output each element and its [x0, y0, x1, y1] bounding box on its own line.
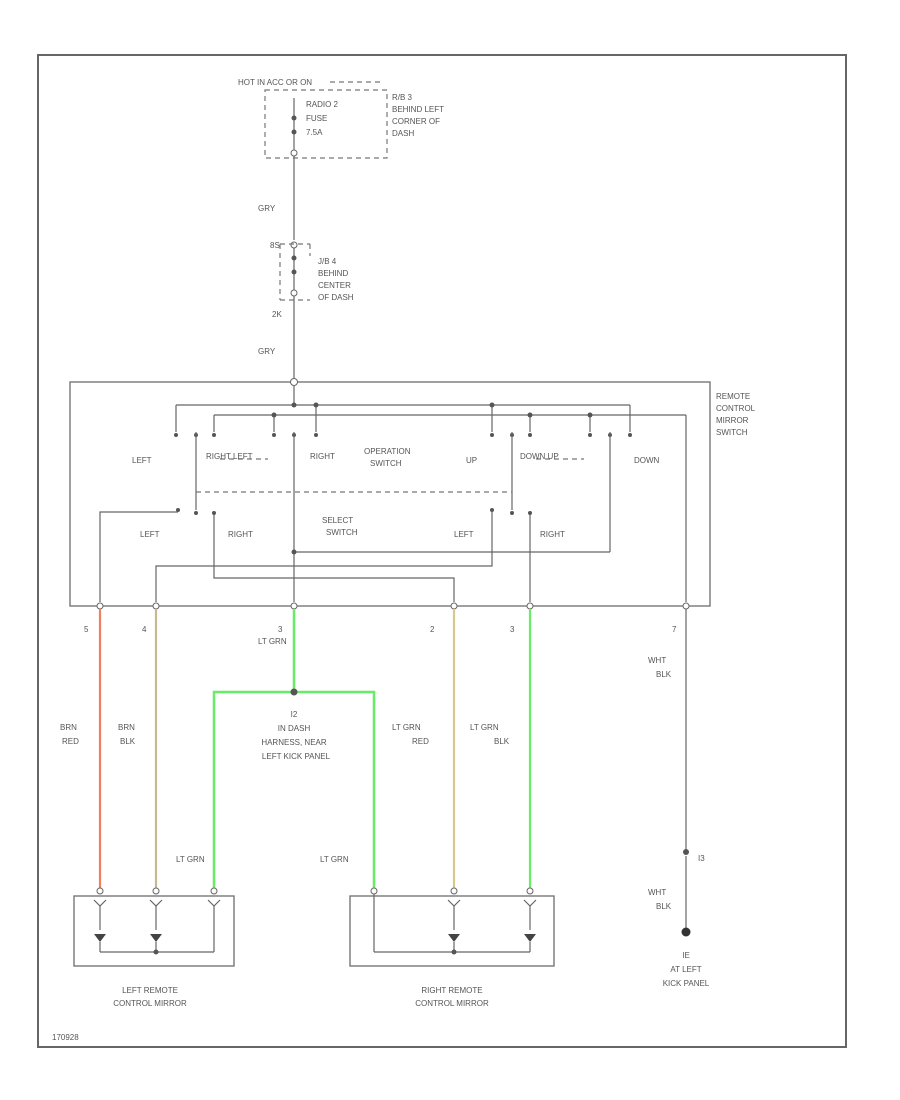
rb3-dashed-box — [264, 89, 388, 159]
switch-title-2: CONTROL — [716, 404, 756, 413]
left-mirror-label-2: CONTROL MIRROR — [113, 999, 187, 1008]
rb3-loc-1: R/B 3 — [392, 93, 413, 102]
lbl-wht-blk-top-1: WHT — [648, 656, 666, 665]
splice-line-1: IN DASH — [278, 724, 311, 733]
right-motor-2-icon — [524, 934, 536, 942]
lbl-lt-grn-red-1: LT GRN — [392, 723, 421, 732]
sel-right-2: RIGHT — [540, 530, 565, 539]
jb-connector-icon — [291, 255, 297, 261]
pin-2: 4 — [142, 625, 147, 634]
lbl-lt-grn-blk-2: BLK — [494, 737, 510, 746]
operation-switch-contacts — [174, 433, 632, 437]
ground-conn-label: I3 — [698, 854, 705, 863]
left-motor-2-icon — [150, 934, 162, 942]
lbl-lt-grn-blk-1: LT GRN — [470, 723, 499, 732]
sel-left-2: LEFT — [454, 530, 474, 539]
jb-bottom-pin: 2K — [272, 310, 282, 319]
wire-gry-1-label: GRY — [258, 204, 276, 213]
op-right: RIGHT — [310, 452, 335, 461]
switch-title-4: SWITCH — [716, 428, 748, 437]
lbl-brn-blk-1: BRN — [118, 723, 135, 732]
ground-icon — [681, 927, 691, 937]
right-remote-control-mirror — [349, 895, 555, 967]
switch-title-3: MIRROR — [716, 416, 749, 425]
hot-label: HOT IN ACC OR ON — [238, 78, 312, 87]
ground-id: IE — [682, 951, 690, 960]
op-switch-1: OPERATION — [364, 447, 411, 456]
op-down-up: DOWN UP — [520, 452, 559, 461]
jb-loc-2: BEHIND — [318, 269, 348, 278]
ground-line-2: KICK PANEL — [663, 979, 710, 988]
right-mirror-terminals — [370, 887, 537, 907]
left-motor-1-icon — [94, 934, 106, 942]
left-remote-control-mirror — [73, 895, 235, 967]
op-switch-2: SWITCH — [370, 459, 402, 468]
lbl-brn-red-1: BRN — [60, 723, 77, 732]
figure-id: 170928 — [52, 1033, 79, 1042]
switch-title-1: REMOTE — [716, 392, 750, 401]
op-rev-left: RIGHT LEFT — [206, 452, 253, 461]
fuse-icon — [291, 115, 297, 121]
pin-1: 5 — [84, 625, 89, 634]
rb3-loc-4: DASH — [392, 129, 414, 138]
lbl-lt-grn-right: LT GRN — [320, 855, 349, 864]
jb-loc-3: CENTER — [318, 281, 351, 290]
fuse-line-1: RADIO 2 — [306, 100, 339, 109]
jb-top-pin: 8S — [270, 241, 280, 250]
remote-control-mirror-switch — [69, 381, 711, 607]
connector-i3 — [683, 849, 689, 855]
op-left: LEFT — [132, 456, 152, 465]
pin-3: 3 — [278, 625, 283, 634]
op-down: DOWN — [634, 456, 660, 465]
pin-6: 7 — [672, 625, 677, 634]
wire-lt-grn-right — [294, 690, 376, 888]
switch-terminals — [96, 602, 690, 610]
lbl-wht-blk-bot-1: WHT — [648, 888, 666, 897]
lbl-brn-red-2: RED — [62, 737, 79, 746]
sel-switch-1: SELECT — [322, 516, 353, 525]
pin-4: 2 — [430, 625, 435, 634]
right-mirror-label-2: CONTROL MIRROR — [415, 999, 489, 1008]
lbl-wht-blk-top-2: BLK — [656, 670, 672, 679]
jb-loc-4: OF DASH — [318, 293, 354, 302]
jb-loc-1: J/B 4 — [318, 257, 337, 266]
fuse-line-3: 7.5A — [306, 128, 323, 137]
wire-lt-grn-left — [212, 690, 294, 888]
select-switch-contacts — [176, 508, 532, 515]
fuse-line-2: FUSE — [306, 114, 327, 123]
right-mirror-label-1: RIGHT REMOTE — [421, 986, 482, 995]
sel-right-1: RIGHT — [228, 530, 253, 539]
left-mirror-terminals — [93, 887, 221, 907]
wire-gry-2-label: GRY — [258, 347, 276, 356]
splice-line-3: LEFT KICK PANEL — [262, 752, 331, 761]
rb3-loc-2: BEHIND LEFT — [392, 105, 444, 114]
rb3-loc-3: CORNER OF — [392, 117, 440, 126]
splice-line-2: HARNESS, NEAR — [261, 738, 327, 747]
lbl-lt-grn-top: LT GRN — [258, 637, 287, 646]
op-up: UP — [466, 456, 477, 465]
lbl-brn-blk-2: BLK — [120, 737, 136, 746]
left-mirror-label-1: LEFT REMOTE — [122, 986, 178, 995]
lbl-wht-blk-bot-2: BLK — [656, 902, 672, 911]
ground-line-1: AT LEFT — [670, 965, 701, 974]
sel-left-1: LEFT — [140, 530, 160, 539]
lbl-lt-grn-left: LT GRN — [176, 855, 205, 864]
right-motor-1-icon — [448, 934, 460, 942]
pin-5: 3 — [510, 625, 515, 634]
sel-switch-2: SWITCH — [326, 528, 358, 537]
splice-id: I2 — [291, 710, 298, 719]
diagram-frame — [37, 54, 847, 1048]
lbl-lt-grn-red-2: RED — [412, 737, 429, 746]
splice-point — [290, 688, 298, 696]
